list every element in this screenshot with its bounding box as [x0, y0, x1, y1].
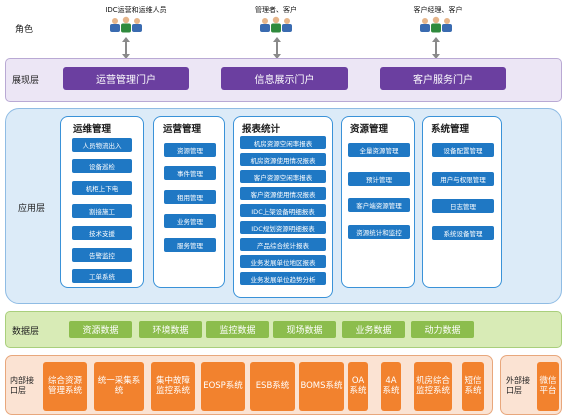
app-item: 资源管理: [164, 143, 216, 157]
app-item: 工单系统: [72, 269, 132, 283]
portal-operations: 运营管理门户: [63, 67, 189, 90]
app-column-title: 报表统计: [242, 124, 281, 135]
app-column-title: 资源管理: [350, 124, 389, 135]
app-item: 告警监控: [72, 248, 132, 262]
app-item: 人员物流出入: [72, 138, 132, 152]
app-item: 机房资源空闲率报表: [240, 136, 326, 149]
app-column-title: 运维管理: [73, 124, 112, 135]
double-arrow-icon: [122, 37, 130, 59]
users-icon: [260, 16, 292, 33]
external-interface-layer: 外部接口层 微信平台: [500, 355, 562, 415]
presentation-layer: 展现层 运营管理门户 信息展示门户 客户服务门户: [5, 58, 562, 102]
portal-customer-service: 客户服务门户: [380, 67, 506, 90]
data-item: 业务数据: [342, 321, 405, 338]
app-item: 事件管理: [164, 166, 216, 180]
data-item: 现场数据: [273, 321, 336, 338]
app-item: 业务管理: [164, 214, 216, 228]
app-item: 系统设备管理: [432, 226, 494, 240]
app-column-reports: 报表统计 机房资源空闲率报表 机房资源使用情况报表 客户资源空闲率报表 客户资源…: [233, 116, 333, 298]
interface-item: BOMS系统: [299, 362, 344, 411]
interface-item: 4A系统: [381, 362, 401, 411]
app-item: 客户资源使用情况报表: [240, 187, 326, 200]
users-icon: [420, 16, 452, 33]
app-item: 设备巡检: [72, 159, 132, 173]
app-column-resources: 资源管理 全量资源管理 预计管理 客户端资源管理 资源统计和监控: [341, 116, 415, 288]
users-icon: [110, 16, 142, 33]
app-item: 技术支援: [72, 226, 132, 240]
application-layer-label: 应用层: [18, 204, 46, 214]
app-item: 用户与权限管理: [432, 172, 494, 186]
app-item: 服务管理: [164, 238, 216, 252]
role-row: 角色 IDC运营和运维人员 管理者、客户 客户经理、客户: [5, 5, 563, 59]
interface-item: 短信系统: [462, 362, 484, 411]
interface-item: 微信平台: [537, 362, 559, 411]
app-item: 设备配置管理: [432, 143, 494, 157]
role-row-label: 角色: [15, 25, 34, 35]
portal-info-display: 信息展示门户: [221, 67, 348, 90]
app-item: 机柜上下电: [72, 181, 132, 195]
app-item: IDC规划资源明细报表: [240, 221, 326, 234]
data-item: 环境数据: [139, 321, 202, 338]
data-item: 资源数据: [69, 321, 132, 338]
interface-item: 集中故障监控系统: [151, 362, 195, 411]
app-column-system: 系统管理 设备配置管理 用户与权限管理 日志管理 系统设备管理: [422, 116, 502, 288]
role-title: 客户经理、客户: [413, 6, 463, 14]
interface-item: ESB系统: [250, 362, 295, 411]
data-item: 动力数据: [411, 321, 474, 338]
internal-interface-label: 内部接口层: [10, 376, 34, 395]
role-title: IDC运营和运维人员: [105, 6, 167, 14]
role-title: 管理者、客户: [255, 6, 297, 14]
interface-item: 综合资源管理系统: [43, 362, 87, 411]
app-item: 全量资源管理: [348, 143, 410, 157]
double-arrow-icon: [432, 37, 440, 59]
app-item: 日志管理: [432, 199, 494, 213]
app-item: 机房资源使用情况报表: [240, 153, 326, 166]
app-item: 产品综合统计报表: [240, 238, 326, 251]
interface-item: 机房综合监控系统: [414, 362, 452, 411]
app-column-operations: 运营管理 资源管理 事件管理 租用管理 业务管理 服务管理: [153, 116, 225, 288]
app-column-title: 运营管理: [163, 124, 202, 135]
app-item: 客户端资源管理: [348, 198, 410, 212]
external-interface-label: 外部接口层: [506, 376, 530, 395]
data-layer: 数据层 资源数据 环境数据 监控数据 现场数据 业务数据 动力数据: [5, 311, 562, 348]
app-item: IDC上架设备明细报表: [240, 204, 326, 217]
data-layer-label: 数据层: [12, 327, 40, 337]
app-column-title: 系统管理: [431, 124, 470, 135]
app-item: 业务发展单位趋势分析: [240, 272, 326, 285]
interface-item: OA系统: [348, 362, 368, 411]
app-item: 租用管理: [164, 190, 216, 204]
interface-item: EOSP系统: [201, 362, 245, 411]
application-layer: 应用层 运维管理 人员物流出入 设备巡检 机柜上下电 割接施工 技术支援 告警监…: [5, 108, 562, 304]
app-item: 资源统计和监控: [348, 225, 410, 239]
data-item: 监控数据: [206, 321, 269, 338]
app-column-ops: 运维管理 人员物流出入 设备巡检 机柜上下电 割接施工 技术支援 告警监控 工单…: [60, 116, 144, 288]
app-item: 业务发展单位地区报表: [240, 255, 326, 268]
app-item: 客户资源空闲率报表: [240, 170, 326, 183]
interface-item: 统一采集系统: [94, 362, 144, 411]
double-arrow-icon: [273, 37, 281, 59]
app-item: 割接施工: [72, 204, 132, 218]
presentation-layer-label: 展现层: [12, 76, 40, 86]
app-item: 预计管理: [348, 172, 410, 186]
internal-interface-layer: 内部接口层 综合资源管理系统 统一采集系统 集中故障监控系统 EOSP系统 ES…: [5, 355, 493, 415]
